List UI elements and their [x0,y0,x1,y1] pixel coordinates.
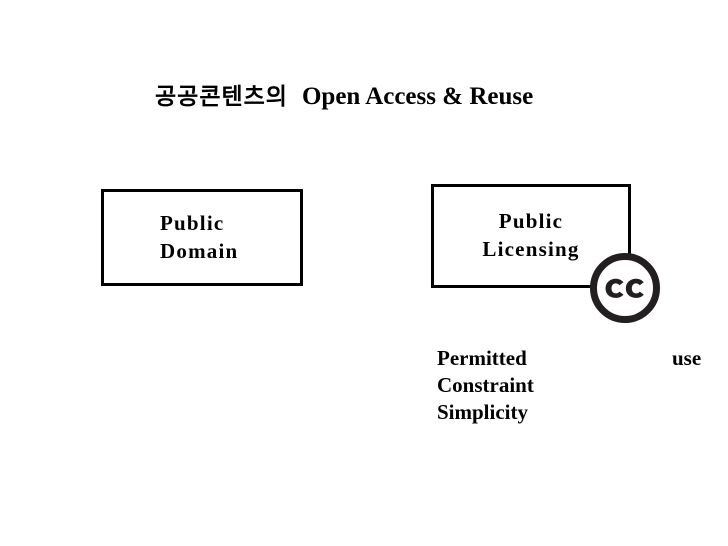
attribute-label-constraint: Constraint [437,373,534,397]
box-public-licensing-line1: Public [498,209,564,234]
box-public-licensing: Public Licensing [431,184,631,288]
attribute-label-simplicity: Simplicity [437,400,529,424]
box-public-licensing-line2: Licensing [482,237,580,261]
page-title: 공공콘텐츠의 Open Access & Reuse [155,84,533,109]
page-title-english: Open Access & Reuse [301,83,534,110]
attribute-trailing-use: use [672,346,702,370]
list-item: Constraint [437,372,728,399]
box-public-domain-line1: Public [160,210,225,235]
creative-commons-icon [589,253,661,323]
list-item: Permitted use [437,345,728,372]
page-title-korean: 공공콘텐츠의 [155,84,288,110]
attribute-list: Permitted use Constraint Simplicity [437,345,728,426]
attribute-label-permitted: Permitted [437,346,527,370]
list-item: Simplicity [437,399,728,426]
box-public-domain: Public Domain [101,189,303,286]
box-public-domain-line2: Domain [160,238,239,263]
